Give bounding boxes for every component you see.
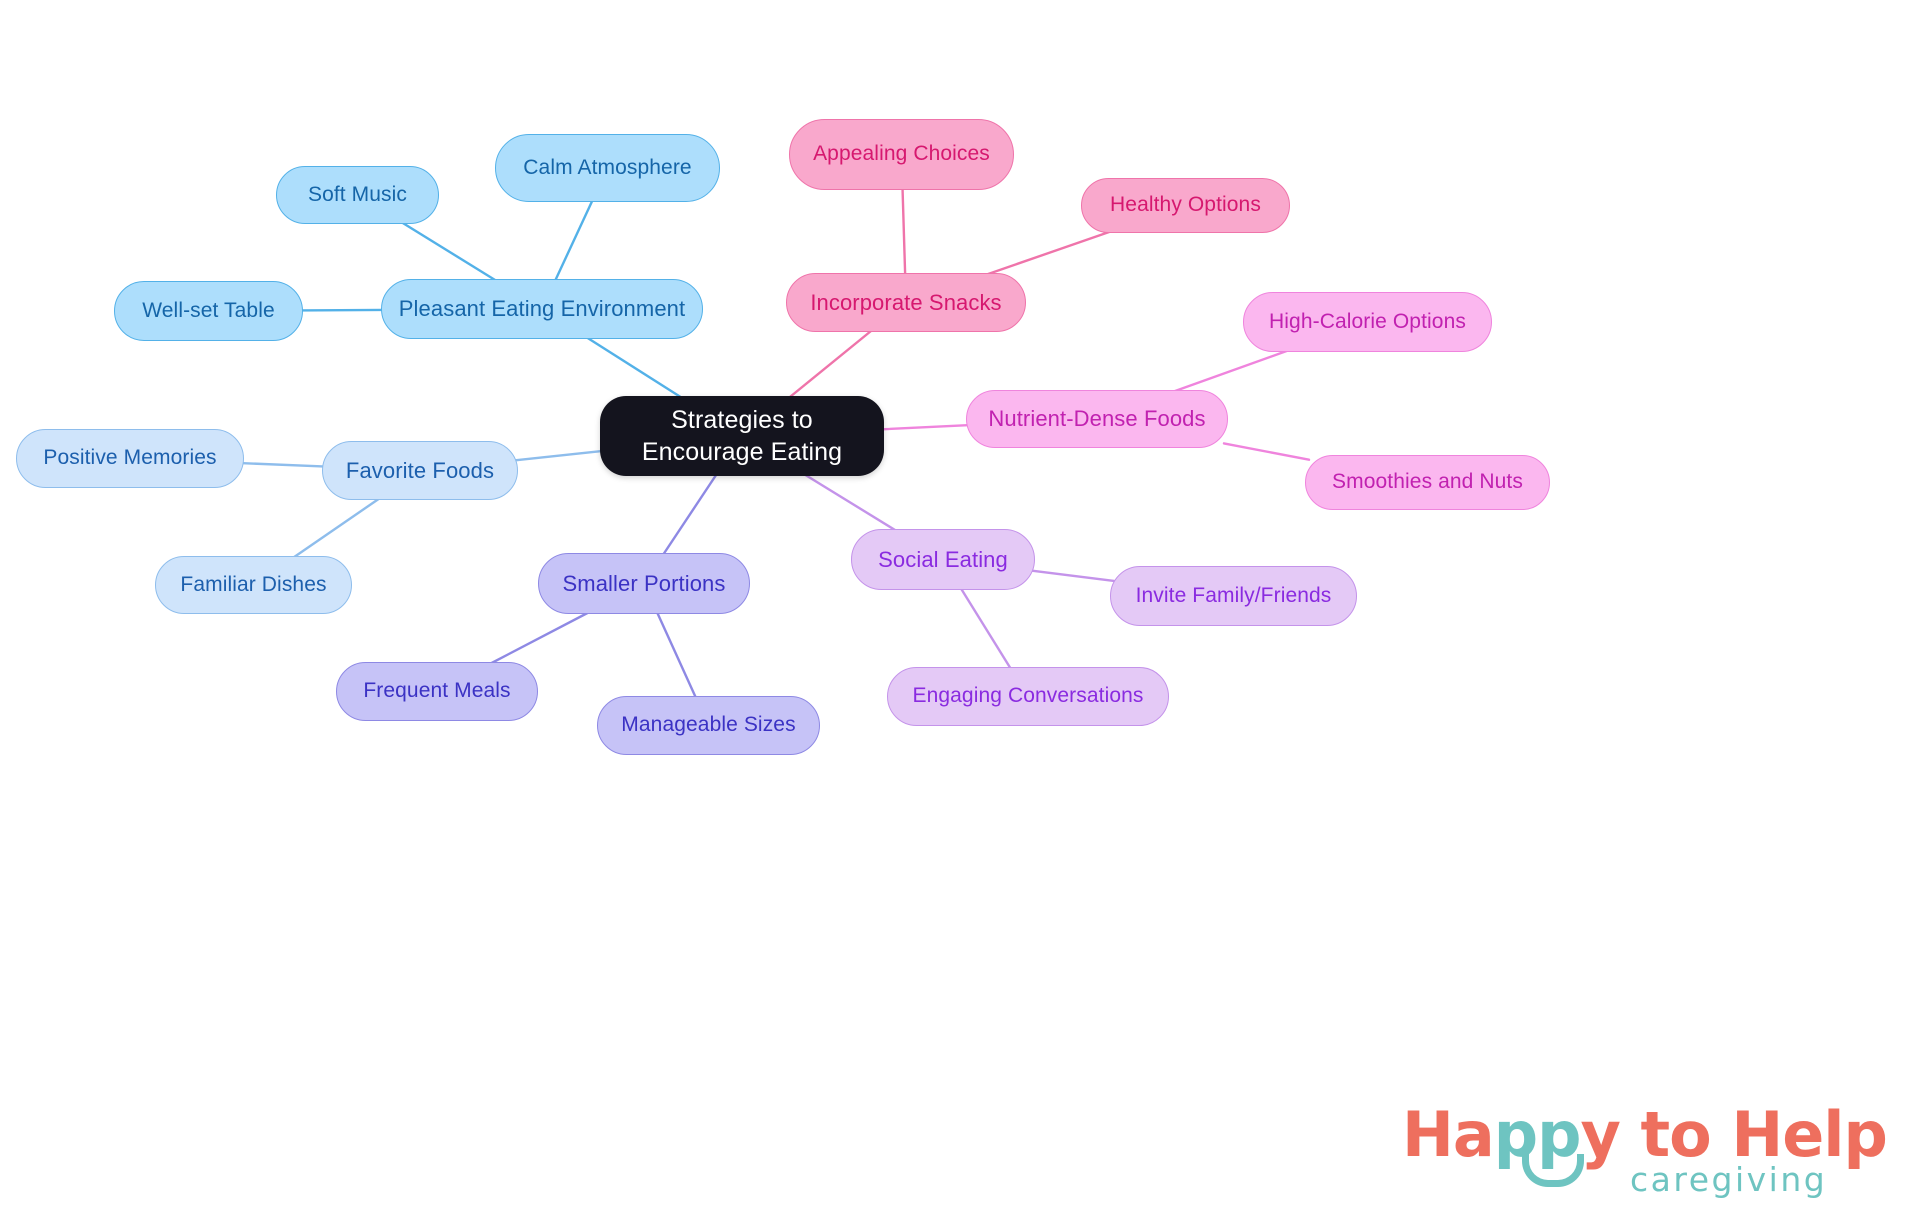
mindmap-node-smoothies-and-nuts[interactable]: Smoothies and Nuts (1305, 455, 1550, 510)
node-label: Smoothies and Nuts (1332, 470, 1523, 494)
mindmap-node-well-set-table[interactable]: Well-set Table (114, 281, 303, 341)
node-label: Engaging Conversations (912, 684, 1144, 708)
edge-nutrient-dense-foods-to-high-calorie-options (1168, 347, 1294, 395)
node-label: Social Eating (878, 546, 1008, 572)
edge-root-to-nutrient-dense-foods (878, 423, 972, 431)
node-label: Incorporate Snacks (810, 289, 1002, 315)
node-label: Nutrient-Dense Foods (988, 406, 1206, 432)
edge-smaller-portions-to-manageable-sizes (655, 609, 698, 701)
mindmap-node-familiar-dishes[interactable]: Familiar Dishes (155, 556, 352, 614)
node-label: Calm Atmosphere (523, 155, 692, 179)
mindmap-node-favorite-foods[interactable]: Favorite Foods (322, 441, 518, 500)
mindmap-node-calm-atmosphere[interactable]: Calm Atmosphere (495, 134, 720, 202)
mindmap-node-manageable-sizes[interactable]: Manageable Sizes (597, 696, 820, 755)
edge-favorite-foods-to-positive-memories (238, 461, 328, 468)
mindmap-node-root[interactable]: Strategies to Encourage Eating (600, 396, 884, 476)
edge-social-eating-to-invite-family-friends (1029, 569, 1116, 583)
mindmap-node-invite-family-friends[interactable]: Invite Family/Friends (1110, 566, 1357, 626)
logo-tagline: caregiving (1630, 1160, 1828, 1199)
node-label: High-Calorie Options (1269, 309, 1466, 333)
mindmap-node-healthy-options[interactable]: Healthy Options (1081, 178, 1290, 233)
edge-root-to-incorporate-snacks (786, 327, 875, 401)
edge-smaller-portions-to-frequent-meals (486, 609, 593, 667)
edge-incorporate-snacks-to-healthy-options (981, 228, 1117, 278)
mindmap-node-high-calorie-options[interactable]: High-Calorie Options (1243, 292, 1492, 352)
node-label: Strategies to Encourage Eating (641, 406, 843, 466)
edge-root-to-pleasant-eating-environment (583, 334, 685, 401)
edge-root-to-favorite-foods (512, 449, 606, 462)
node-label: Smaller Portions (562, 570, 726, 596)
mindmap-node-nutrient-dense-foods[interactable]: Nutrient-Dense Foods (966, 390, 1228, 448)
mindmap-node-engaging-conversations[interactable]: Engaging Conversations (887, 667, 1169, 726)
logo-text-part-3: y to Help (1580, 1098, 1888, 1171)
mindmap-node-positive-memories[interactable]: Positive Memories (16, 429, 244, 488)
logo-wordmark: Happy to Help (1402, 1098, 1888, 1171)
edge-social-eating-to-engaging-conversations (958, 585, 1013, 672)
node-label: Well-set Table (142, 298, 275, 322)
mindmap-node-incorporate-snacks[interactable]: Incorporate Snacks (786, 273, 1026, 332)
node-label: Favorite Foods (345, 457, 495, 483)
node-label: Frequent Meals (363, 679, 511, 703)
smile-icon (1522, 1154, 1584, 1187)
edge-pleasant-eating-environment-to-calm-atmosphere (553, 197, 595, 284)
edge-root-to-smaller-portions (661, 471, 719, 558)
edge-nutrient-dense-foods-to-smoothies-and-nuts (1222, 442, 1311, 461)
edge-incorporate-snacks-to-appealing-choices (901, 185, 907, 278)
mindmap-node-smaller-portions[interactable]: Smaller Portions (538, 553, 750, 614)
mindmap-node-social-eating[interactable]: Social Eating (851, 529, 1035, 590)
brand-logo: Happy to Help caregiving (1402, 1098, 1888, 1202)
mindmap-node-frequent-meals[interactable]: Frequent Meals (336, 662, 538, 721)
node-label: Soft Music (307, 182, 408, 206)
mindmap-node-soft-music[interactable]: Soft Music (276, 166, 439, 224)
node-label: Appealing Choices (813, 142, 990, 166)
node-label: Invite Family/Friends (1135, 583, 1332, 607)
node-label: Familiar Dishes (180, 572, 327, 596)
edge-root-to-social-eating (801, 471, 900, 534)
node-label: Healthy Options (1110, 193, 1261, 217)
mindmap-node-appealing-choices[interactable]: Appealing Choices (789, 119, 1014, 190)
node-label: Pleasant Eating Environment (398, 296, 686, 322)
node-label: Manageable Sizes (621, 713, 796, 737)
edge-pleasant-eating-environment-to-well-set-table (297, 308, 387, 312)
node-label: Positive Memories (43, 446, 217, 470)
mindmap-node-pleasant-eating-environment[interactable]: Pleasant Eating Environment (381, 279, 703, 339)
logo-text-part-1: Ha (1402, 1098, 1495, 1171)
edge-favorite-foods-to-familiar-dishes (290, 495, 383, 561)
edge-pleasant-eating-environment-to-soft-music (398, 219, 500, 284)
